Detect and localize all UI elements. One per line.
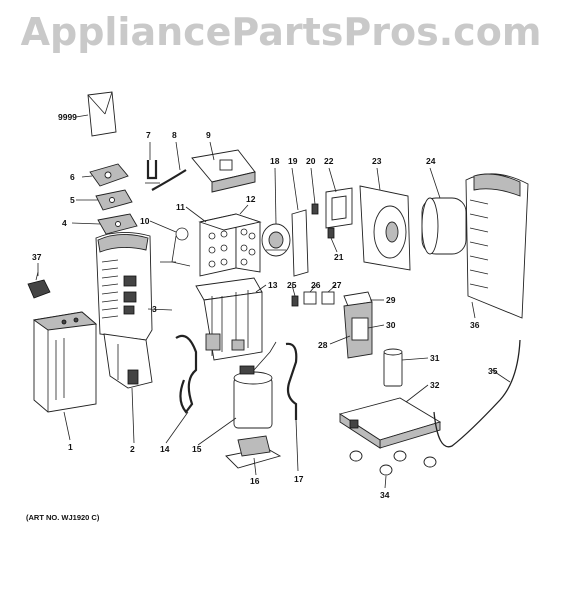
part-27-block[interactable] [321, 291, 335, 305]
part-24-filter[interactable] [421, 197, 467, 255]
part-11-evaporator[interactable] [198, 213, 262, 277]
part-7-bracket[interactable] [145, 160, 160, 184]
callout-37: 37 [32, 252, 42, 262]
callout-15: 15 [192, 444, 202, 454]
callout-32: 32 [430, 380, 440, 390]
callout-14: 14 [160, 444, 170, 454]
part-21-clip[interactable] [327, 227, 335, 239]
callout-10: 10 [140, 216, 150, 226]
callout-4: 4 [62, 218, 67, 228]
callout-22: 22 [324, 156, 334, 166]
callout-8: 8 [172, 130, 177, 140]
callout-26: 26 [311, 280, 321, 290]
leader-lines [37, 114, 511, 489]
part-32-base[interactable] [338, 397, 442, 449]
part-31-float-assembly[interactable] [383, 348, 403, 387]
callout-28: 28 [318, 340, 328, 350]
part-1-water-bucket[interactable] [32, 311, 98, 413]
part-26-board[interactable] [303, 291, 317, 305]
part-17-tube[interactable] [285, 342, 298, 420]
callout-11: 11 [176, 202, 185, 212]
callout-35: 35 [488, 366, 498, 376]
part-3-front-grille[interactable] [95, 232, 153, 341]
part-20-clip[interactable] [311, 203, 319, 215]
callout-6: 6 [70, 172, 75, 182]
callout-12: 12 [246, 194, 256, 204]
callout-5: 5 [70, 195, 75, 205]
part-22-frame[interactable] [325, 187, 353, 229]
art-number-caption: (ART NO. WJ1920 C) [26, 513, 100, 522]
part-19-bracket[interactable] [291, 209, 309, 277]
part-16-base[interactable] [225, 435, 282, 469]
callout-16: 16 [250, 476, 260, 486]
part-25-switch[interactable] [291, 295, 299, 307]
watermark: AppliancePartsPros.com [20, 10, 542, 54]
part-34-casters[interactable] [349, 450, 437, 476]
part-36-cabinet[interactable] [465, 173, 529, 319]
part-4-plate[interactable] [97, 213, 138, 235]
callout-13: 13 [268, 280, 278, 290]
part-23-fan-housing[interactable] [359, 185, 411, 271]
callout-9: 9 [206, 130, 211, 140]
callout-31: 31 [430, 353, 440, 363]
part-8-tube[interactable] [151, 169, 187, 191]
callout-36: 36 [470, 320, 480, 330]
part-18-fan-motor[interactable] [261, 223, 291, 257]
callout-21: 21 [334, 252, 344, 262]
part-5-plate[interactable] [95, 189, 133, 211]
callout-24: 24 [426, 156, 436, 166]
callout-17: 17 [294, 474, 304, 484]
part-14-tube[interactable] [175, 334, 198, 414]
callout-3: 3 [152, 304, 157, 314]
callout-27: 27 [332, 280, 342, 290]
callout-30: 30 [386, 320, 396, 330]
part-2-side-panel[interactable] [103, 333, 153, 389]
part-9-cover[interactable] [191, 149, 256, 193]
callout-19: 19 [288, 156, 298, 166]
callout-2: 2 [130, 444, 135, 454]
callout-34: 34 [380, 490, 390, 500]
part-13-chassis[interactable] [195, 277, 263, 361]
part-10-capillary[interactable] [160, 227, 191, 267]
callout-7: 7 [146, 130, 151, 140]
callout-29: 29 [386, 295, 396, 305]
part-35-power-cord[interactable] [433, 339, 521, 448]
callout-20: 20 [306, 156, 316, 166]
callout-9999: 9999 [58, 112, 77, 122]
part-manual[interactable] [87, 91, 117, 137]
part-30-control-board[interactable] [351, 317, 369, 341]
part-15-compressor[interactable] [233, 341, 277, 429]
callout-18: 18 [270, 156, 280, 166]
callout-1: 1 [68, 442, 73, 452]
part-6-plate[interactable] [89, 163, 129, 187]
callout-23: 23 [372, 156, 382, 166]
part-37-cord-plug[interactable] [27, 271, 51, 299]
callout-25: 25 [287, 280, 297, 290]
